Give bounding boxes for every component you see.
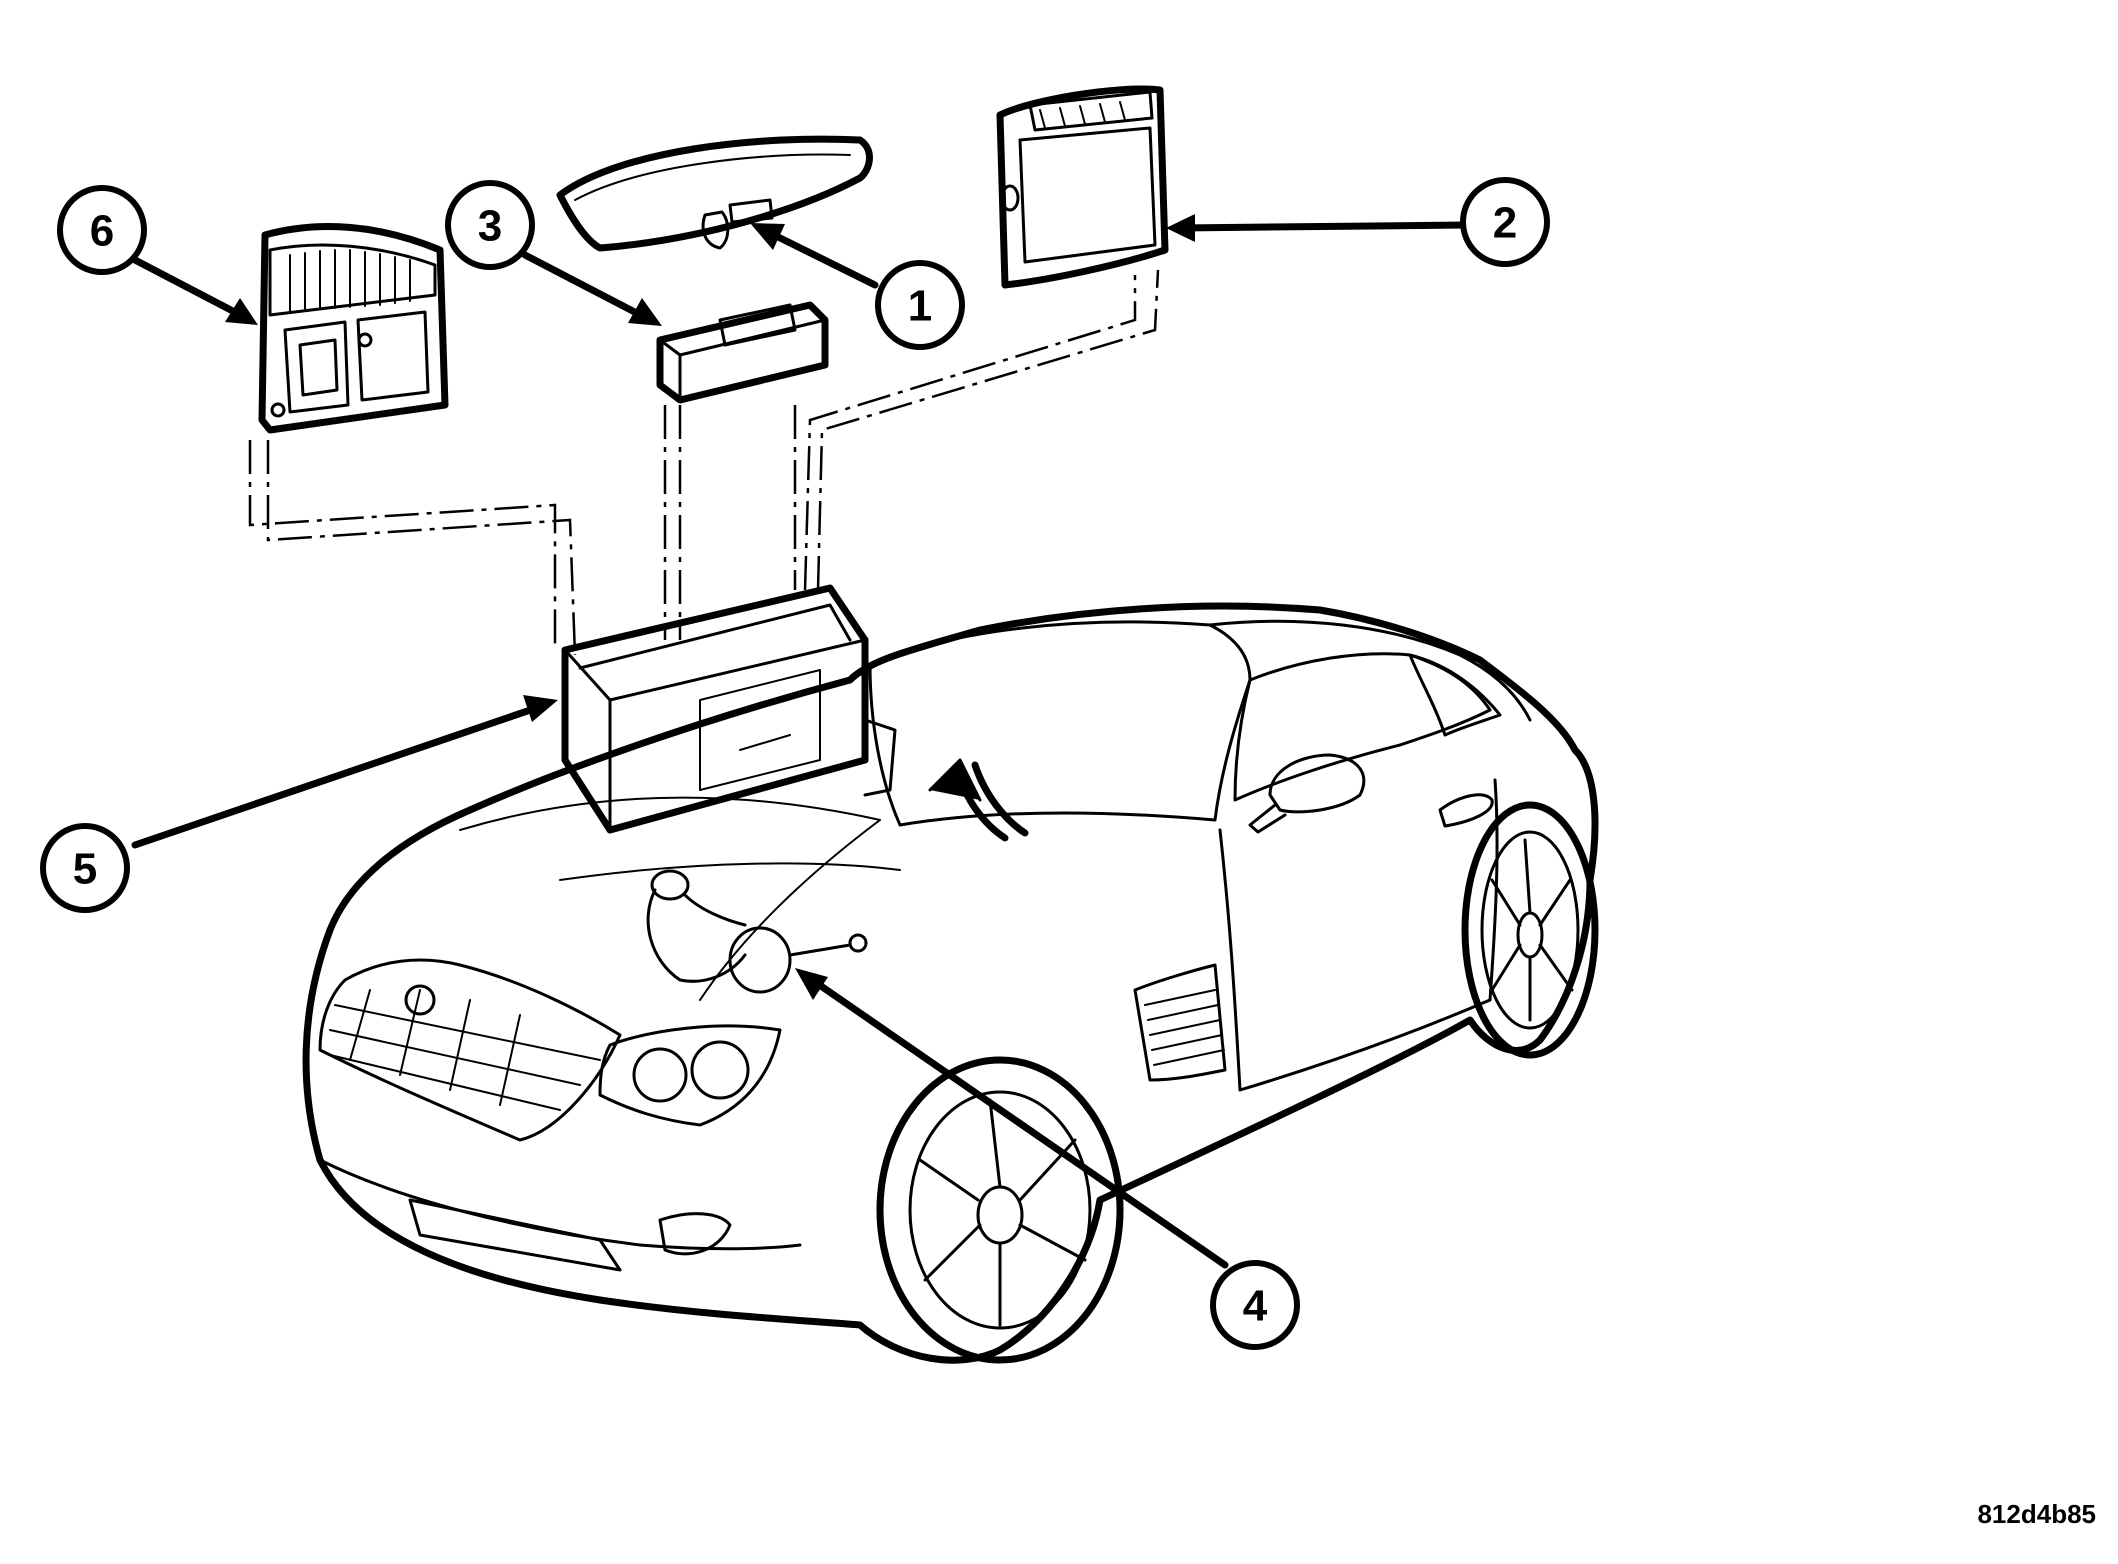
component-6-panel [258, 223, 449, 434]
door-handle [1438, 793, 1494, 828]
callout-2: 2 [1460, 177, 1550, 267]
door-line [1218, 778, 1499, 1092]
callout-6: 6 [57, 185, 147, 275]
component-4-actuator [646, 869, 868, 994]
side-vent [1133, 963, 1227, 1082]
callout-3-label: 3 [478, 202, 502, 251]
grille-badge [404, 984, 436, 1016]
callout-5-label: 5 [73, 845, 97, 894]
front-bumper [318, 1158, 802, 1272]
callout-2-label: 2 [1493, 199, 1517, 248]
rear-wheel [1461, 801, 1599, 1059]
rear-window [1408, 653, 1502, 737]
windshield [868, 620, 1252, 827]
callout-4: 4 [1210, 1260, 1300, 1350]
fog-light [658, 1212, 732, 1256]
figure-id: 812d4b85 [1977, 1499, 2096, 1529]
hood-crease [459, 796, 901, 1001]
callout-1-label: 1 [908, 282, 932, 331]
component-3-block [656, 301, 829, 404]
callout-3: 3 [445, 180, 535, 270]
component-1-cover [556, 135, 873, 252]
callout-1: 1 [875, 260, 965, 350]
phantom-lines [248, 269, 1160, 656]
callout-5: 5 [40, 823, 130, 913]
side-mirror [1248, 753, 1366, 834]
roof [1208, 619, 1532, 722]
curved-arrow-indicator [928, 758, 1029, 842]
leader-arrows [131, 214, 1469, 1269]
callout-6-label: 6 [90, 207, 114, 256]
component-5-housing [561, 584, 897, 834]
callout-4-label: 4 [1243, 1282, 1268, 1331]
headlight [598, 1024, 782, 1127]
component-2-module [996, 85, 1169, 289]
side-window [1233, 652, 1492, 802]
front-grille [318, 958, 622, 1142]
front-wheel [876, 1056, 1124, 1364]
